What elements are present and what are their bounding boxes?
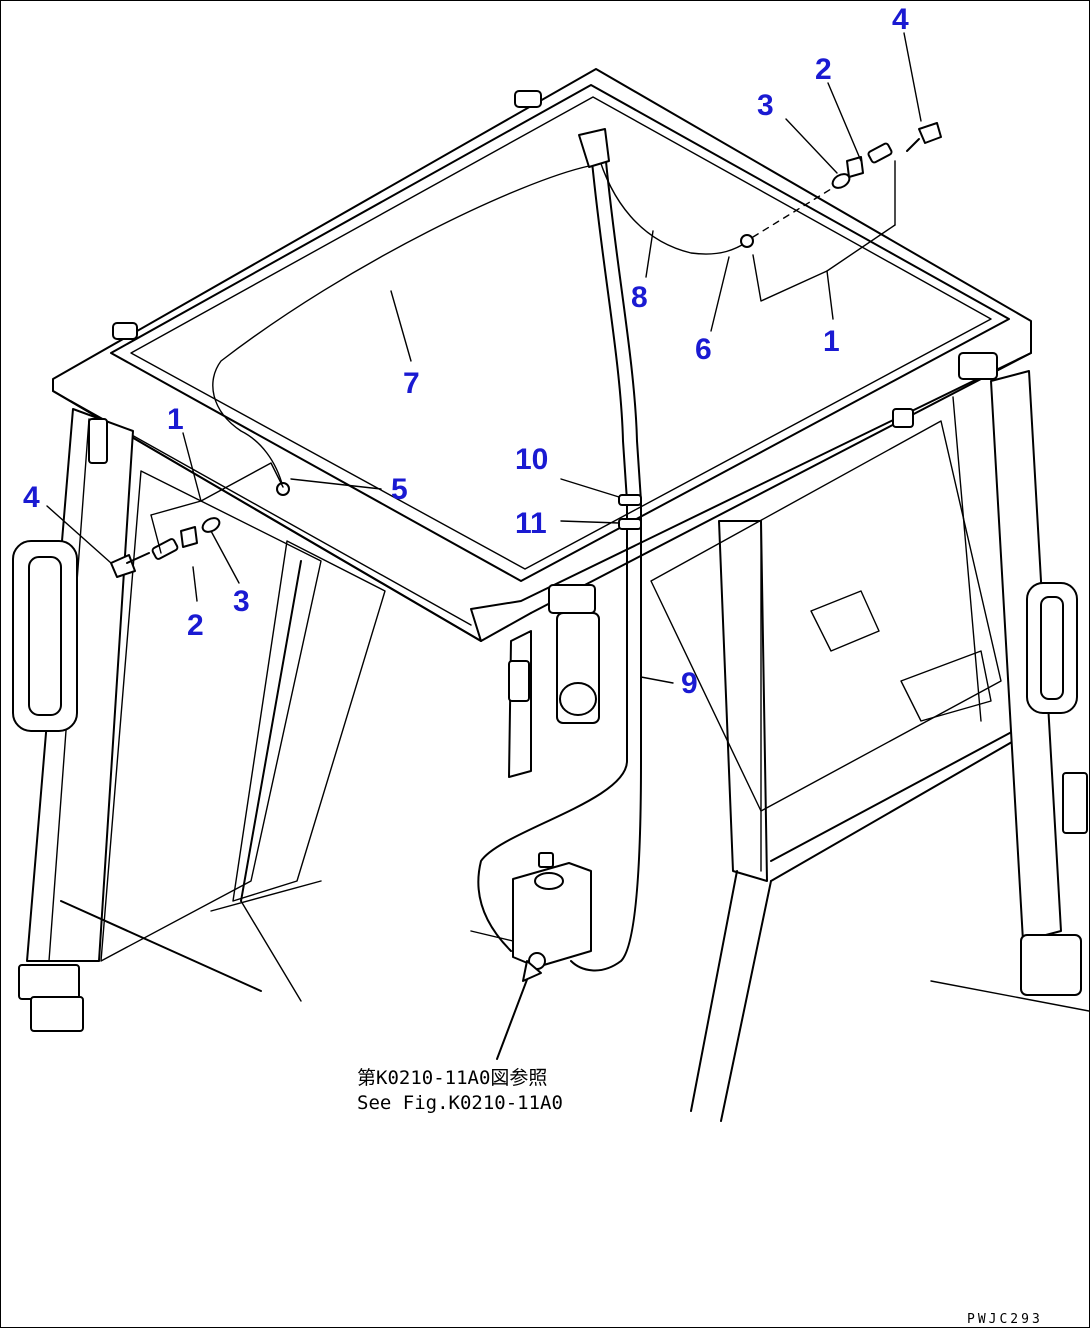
callout-4-right: 4 [892, 3, 909, 36]
leader-lines [46, 32, 922, 1060]
callout-3-left: 3 [233, 585, 250, 618]
callout-4-left: 4 [23, 481, 40, 514]
callout-9: 9 [681, 667, 698, 700]
callout-1-right: 1 [823, 325, 840, 358]
reference-english: See Fig.K0210-11A0 [357, 1092, 563, 1114]
callout-3-right: 3 [757, 89, 774, 122]
callout-11: 11 [515, 507, 547, 540]
callout-2-right: 2 [815, 53, 832, 86]
callout-7: 7 [403, 367, 420, 400]
callout-8: 8 [631, 281, 648, 314]
nozzle-parts-left [110, 482, 290, 578]
callout-5: 5 [391, 473, 408, 506]
reference-note: 第K0210-11A0図参照 See Fig.K0210-11A0 [357, 1067, 563, 1114]
washer-tank [470, 852, 592, 970]
callouts: 4 2 3 8 1 6 7 1 4 5 10 11 3 2 9 [23, 3, 909, 700]
nozzle-parts-right [740, 122, 942, 248]
drawing-code: PWJC293 [967, 1312, 1043, 1327]
callout-6: 6 [695, 333, 712, 366]
washer-hoses [212, 128, 750, 972]
callout-2-left: 2 [187, 609, 204, 642]
callout-1-left: 1 [167, 403, 184, 436]
reference-japanese: 第K0210-11A0図参照 [357, 1067, 547, 1089]
cab-frame [12, 370, 1089, 1122]
callout-10: 10 [515, 443, 548, 476]
